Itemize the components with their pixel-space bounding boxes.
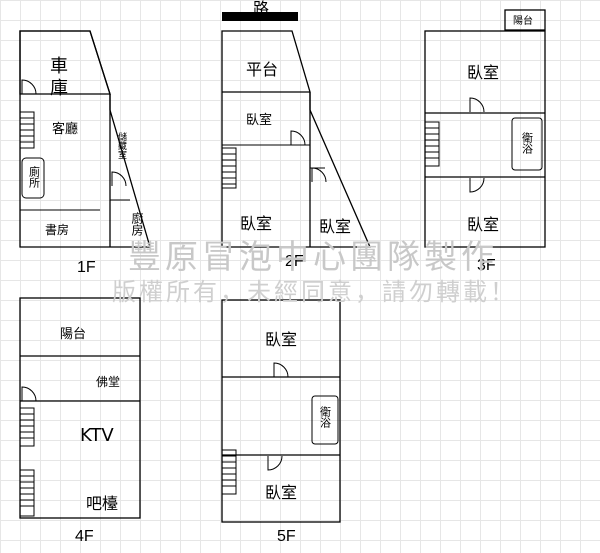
watermark-line2: 版權所有，未經同意，請勿轉載！ [112, 278, 517, 306]
door-icon [290, 130, 306, 146]
door-icon [273, 362, 289, 378]
bath-box [311, 395, 339, 445]
balcony-label: 陽台 [60, 327, 86, 342]
garage-line1: 車 [50, 56, 68, 77]
bedroom-lower-label: 臥室 [265, 483, 297, 502]
stairs-icon [221, 147, 237, 189]
floor-5f-label: 5F [277, 528, 296, 545]
stairs-icon [19, 407, 35, 447]
road-bar [222, 12, 298, 21]
floor-3f: 陽台 衛浴 臥室 臥室 3F [424, 9, 546, 274]
balcony-box [504, 9, 546, 31]
door-icon [469, 177, 485, 193]
door-icon [311, 167, 327, 183]
door-icon [21, 386, 37, 402]
bedroom-lower-label: 臥室 [240, 214, 272, 233]
floor-4f-label: 4F [75, 528, 94, 545]
door-icon [21, 79, 37, 95]
bedroom-upper-label: 臥室 [246, 112, 272, 128]
stairs-icon [19, 469, 35, 517]
door-icon [469, 97, 485, 113]
garage-label: 車庫 [50, 56, 68, 99]
floor-1f: 車庫 客廳 儲藏室 廁所 書房 廚房 1F [19, 30, 151, 276]
bar-label: 吧檯 [86, 494, 118, 513]
stairs-icon [221, 449, 237, 495]
bedroom-side-label: 臥室 [319, 217, 351, 236]
floor-1f-label: 1F [77, 259, 96, 276]
study-label: 書房 [45, 222, 69, 237]
bath-label: 衛浴 [319, 406, 332, 429]
balcony-label: 陽台 [513, 14, 533, 27]
road-label: 路 [253, 0, 269, 18]
floor-2f: 路 平台 臥室 臥室 臥室 2F [221, 0, 371, 270]
floor-4f: 陽台 佛堂 KTV 吧檯 4F [19, 297, 141, 545]
kitchen-label: 廚房 [130, 211, 144, 236]
floor-5f-outline [221, 299, 341, 523]
stairs-icon [19, 111, 35, 149]
ktv-label: KTV [80, 425, 114, 446]
door-icon [111, 171, 127, 187]
bedroom-lower-label: 臥室 [467, 215, 499, 234]
bath-label: 衛浴 [521, 132, 534, 155]
bedroom-upper-label: 臥室 [265, 330, 297, 349]
terrace-label: 平台 [246, 60, 278, 79]
watermark-line1: 豐原冒泡中心團隊製作 [128, 237, 498, 276]
floor-2f-label: 2F [285, 253, 304, 270]
bedroom-upper-label: 臥室 [467, 63, 499, 82]
shrine-label: 佛堂 [96, 375, 120, 389]
toilet-box [21, 157, 45, 199]
bath-box [511, 117, 543, 171]
living-label: 客廳 [52, 121, 78, 137]
storage-label: 儲藏室 [116, 131, 127, 159]
door-icon [267, 455, 283, 471]
floor-5f: 衛浴 臥室 臥室 5F [221, 299, 341, 545]
stairs-icon [424, 121, 440, 167]
garage-line2: 庫 [50, 78, 68, 99]
floor-3f-label: 3F [477, 257, 496, 274]
toilet-label: 廁所 [28, 165, 41, 189]
